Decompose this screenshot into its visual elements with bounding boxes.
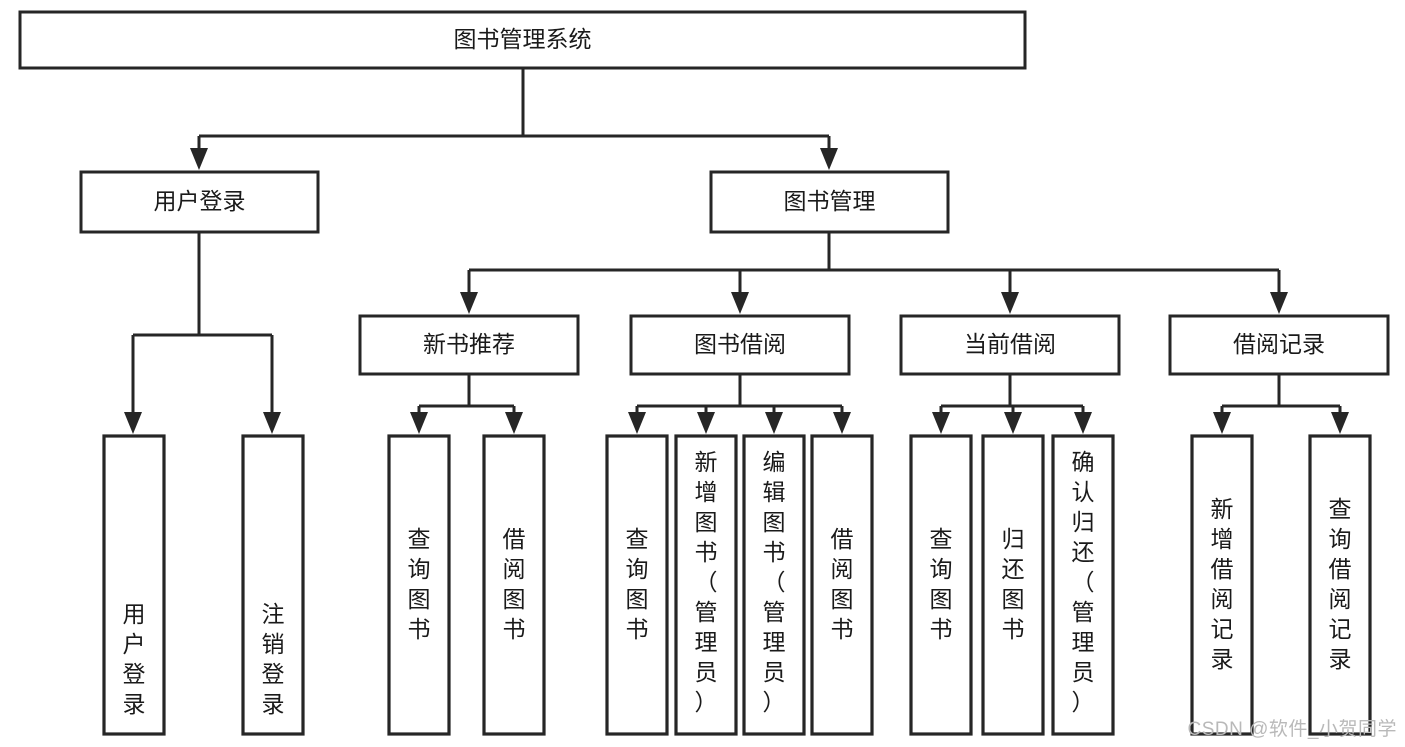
leaf-label: 查询借阅记录 bbox=[1329, 496, 1352, 672]
node-level3-3[interactable]: 借阅记录 bbox=[1168, 314, 1390, 376]
node-level3-1[interactable]: 图书借阅 bbox=[629, 314, 851, 376]
node-rect[interactable] bbox=[387, 434, 451, 736]
arrow-head bbox=[765, 412, 783, 434]
leaf-node-10[interactable]: 确认归还（管理员） bbox=[1051, 434, 1115, 736]
node-rect[interactable] bbox=[742, 434, 806, 736]
leaf-label: 查询图书 bbox=[930, 526, 953, 642]
leaf-label: 用户登录 bbox=[123, 601, 146, 717]
node-rect[interactable] bbox=[241, 434, 305, 736]
leaf-label: 注销登录 bbox=[262, 601, 285, 717]
node-rect[interactable] bbox=[629, 314, 851, 376]
leaf-label: 查询图书 bbox=[626, 526, 649, 642]
node-level3-0[interactable]: 新书推荐 bbox=[358, 314, 580, 376]
leaf-node-6[interactable]: 编辑图书（管理员） bbox=[742, 434, 806, 736]
arrow-head bbox=[410, 412, 428, 434]
leaf-label: 查询图书 bbox=[408, 526, 431, 642]
arrow-head bbox=[1004, 412, 1022, 434]
node-rect[interactable] bbox=[358, 314, 580, 376]
arrow-head bbox=[697, 412, 715, 434]
node-label: 当前借阅 bbox=[964, 331, 1056, 357]
node-level2-0[interactable]: 用户登录 bbox=[79, 170, 320, 234]
leaf-node-11[interactable]: 新增借阅记录 bbox=[1190, 434, 1254, 736]
node-rect[interactable] bbox=[981, 434, 1045, 736]
leaf-node-9[interactable]: 归还图书 bbox=[981, 434, 1045, 736]
node-rect[interactable] bbox=[18, 10, 1027, 70]
leaf-node-4[interactable]: 查询图书 bbox=[605, 434, 669, 736]
arrow-head bbox=[460, 292, 478, 314]
arrow-head bbox=[932, 412, 950, 434]
node-layer: 图书管理系统用户登录图书管理新书推荐图书借阅当前借阅借阅记录用户登录注销登录查询… bbox=[18, 10, 1390, 736]
node-rect[interactable] bbox=[1051, 434, 1115, 736]
node-label: 图书借阅 bbox=[694, 331, 786, 357]
node-label: 图书管理系统 bbox=[454, 26, 592, 52]
arrow-head bbox=[505, 412, 523, 434]
node-rect[interactable] bbox=[102, 434, 166, 736]
node-level3-2[interactable]: 当前借阅 bbox=[899, 314, 1121, 376]
leaf-node-5[interactable]: 新增图书（管理员） bbox=[674, 434, 738, 736]
arrow-head bbox=[1074, 412, 1092, 434]
leaf-node-12[interactable]: 查询借阅记录 bbox=[1308, 434, 1372, 736]
arrow-head bbox=[820, 148, 838, 170]
node-rect[interactable] bbox=[674, 434, 738, 736]
leaf-node-1[interactable]: 注销登录 bbox=[241, 434, 305, 736]
node-rect[interactable] bbox=[1308, 434, 1372, 736]
arrow-head bbox=[263, 412, 281, 434]
leaf-label: 借阅图书 bbox=[831, 526, 854, 642]
leaf-label: 新增借阅记录 bbox=[1211, 496, 1234, 672]
node-rect[interactable] bbox=[909, 434, 973, 736]
leaf-label: 编辑图书（管理员） bbox=[763, 449, 786, 715]
node-label: 新书推荐 bbox=[423, 331, 515, 357]
arrow-head bbox=[1270, 292, 1288, 314]
node-label: 用户登录 bbox=[154, 188, 246, 214]
arrow-head bbox=[731, 292, 749, 314]
node-rect[interactable] bbox=[1190, 434, 1254, 736]
leaf-label: 归还图书 bbox=[1002, 526, 1025, 642]
node-label: 借阅记录 bbox=[1233, 331, 1325, 357]
leaf-label: 确认归还（管理员） bbox=[1072, 449, 1095, 715]
leaf-label: 新增图书（管理员） bbox=[695, 449, 718, 715]
node-rect[interactable] bbox=[605, 434, 669, 736]
leaf-node-2[interactable]: 查询图书 bbox=[387, 434, 451, 736]
leaf-node-7[interactable]: 借阅图书 bbox=[810, 434, 874, 736]
leaf-node-8[interactable]: 查询图书 bbox=[909, 434, 973, 736]
leaf-node-3[interactable]: 借阅图书 bbox=[482, 434, 546, 736]
node-root[interactable]: 图书管理系统 bbox=[18, 10, 1027, 70]
arrow-head bbox=[1001, 292, 1019, 314]
arrow-head bbox=[190, 148, 208, 170]
connector-layer bbox=[124, 68, 1349, 434]
node-rect[interactable] bbox=[810, 434, 874, 736]
arrow-head bbox=[124, 412, 142, 434]
leaf-node-0[interactable]: 用户登录 bbox=[102, 434, 166, 736]
arrow-head bbox=[833, 412, 851, 434]
node-rect[interactable] bbox=[482, 434, 546, 736]
node-label: 图书管理 bbox=[784, 188, 876, 214]
arrow-head bbox=[1213, 412, 1231, 434]
arrow-head bbox=[1331, 412, 1349, 434]
arrow-head bbox=[628, 412, 646, 434]
node-rect[interactable] bbox=[899, 314, 1121, 376]
leaf-label: 借阅图书 bbox=[503, 526, 526, 642]
node-level2-1[interactable]: 图书管理 bbox=[709, 170, 950, 234]
node-rect[interactable] bbox=[1168, 314, 1390, 376]
node-rect[interactable] bbox=[79, 170, 320, 234]
node-rect[interactable] bbox=[709, 170, 950, 234]
